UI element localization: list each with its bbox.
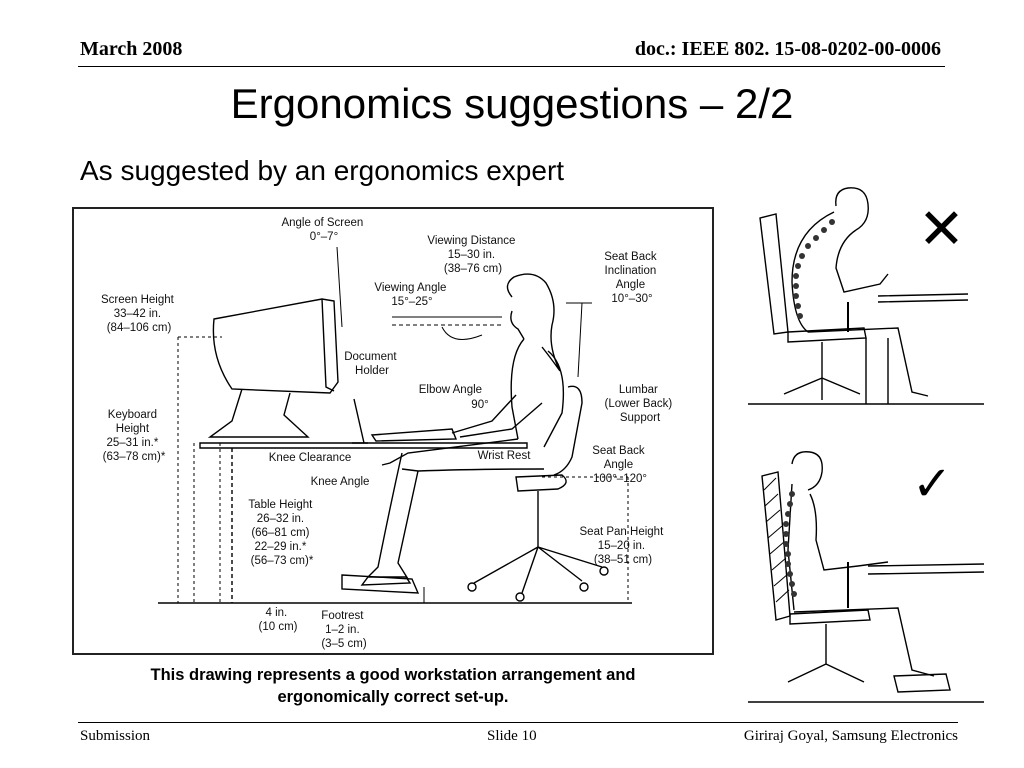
person-back-slouch (791, 211, 835, 333)
label-knee-angle: Knee Angle (311, 476, 370, 488)
footer-submission: Submission (80, 728, 151, 744)
desk (867, 563, 984, 575)
header-date: March 2008 (80, 38, 183, 60)
label-seat-back-angle: Seat Back Angle 100°–120° (592, 445, 648, 485)
footrest-shape (341, 574, 420, 594)
diagram-caption: This drawing represents a good workstati… (72, 664, 714, 708)
label-viewing-angle: Viewing Angle 15°–25° (374, 282, 449, 308)
keyboard (370, 428, 458, 442)
footer-author: Giriraj Goyal, Samsung Electronics (743, 728, 958, 744)
label-footrest: Footrest 1–2 in. (3–5 cm) (321, 610, 367, 650)
chair-seat (789, 609, 871, 625)
slide-title: Ergonomics suggestions – 2/2 (230, 80, 794, 127)
footrest (893, 673, 951, 693)
footer-rule (78, 722, 958, 723)
monitor (207, 298, 339, 438)
label-keyboard-height: Keyboard Height 25–31 in.* (63–78 cm)* (103, 409, 166, 463)
person-head (791, 451, 823, 491)
desk (865, 293, 969, 404)
dim-viewing-arc (441, 326, 483, 340)
label-wrist-rest: Wrist Rest (478, 450, 532, 462)
diagram-frame (72, 207, 714, 655)
header-doc-id: doc.: IEEE 802. 15-08-0202-00-0006 (634, 38, 941, 60)
bad-posture-illustration: ✕ (748, 187, 984, 405)
label-viewing-distance: Viewing Distance 15–30 in. (38–76 cm) (427, 235, 518, 275)
spine-dots (783, 491, 797, 597)
desk-top (199, 442, 528, 449)
label-seat-pan-height: Seat Pan Height 15–20 in. (38–51 cm) (580, 526, 667, 566)
person-leg (793, 607, 935, 677)
good-posture-illustration: ✓ (748, 451, 984, 703)
chair-back (759, 213, 789, 335)
workstation-diagram: Angle of Screen 0°–7° Viewing Distance 1… (72, 207, 714, 655)
chair-back-hatch (763, 477, 790, 603)
dim-screen-angle (336, 246, 343, 328)
person-head (835, 187, 869, 231)
person-arm (809, 493, 889, 571)
caption-line-2: ergonomically correct set-up. (277, 688, 509, 706)
label-angle-of-screen: Angle of Screen 0°–7° (281, 217, 366, 243)
office-chair (467, 385, 609, 602)
header-rule (78, 66, 945, 67)
label-knee-clearance: Knee Clearance (269, 452, 351, 464)
label-seat-back-inclination: Seat Back Inclination Angle 10°–30° (604, 251, 660, 305)
slide-subtitle: As suggested by an ergonomics expert (80, 155, 565, 186)
chair-base (783, 342, 861, 400)
label-screen-height: Screen Height 33–42 in. (84–106 cm) (101, 294, 177, 334)
spine-dots (793, 219, 835, 319)
label-table-height: Table Height 26–32 in. (66–81 cm) 22–29 … (248, 499, 315, 567)
document-holder (352, 398, 368, 444)
label-lumbar-support: Lumbar (Lower Back) Support (605, 384, 676, 424)
chair-base (787, 624, 865, 683)
bad-posture-mark: ✕ (918, 197, 965, 260)
person-leg (807, 327, 929, 397)
good-posture-mark: ✓ (912, 458, 952, 511)
caption-line-1: This drawing represents a good workstati… (150, 666, 636, 684)
label-footrest-clearance: 4 in. (10 cm) (259, 607, 298, 633)
person-arm (835, 229, 889, 293)
label-document-holder: Document Holder (344, 351, 400, 377)
footer-slide-number: Slide 10 (487, 728, 537, 744)
seated-person (360, 273, 565, 586)
label-elbow-angle: Elbow Angle 90° (419, 384, 489, 411)
